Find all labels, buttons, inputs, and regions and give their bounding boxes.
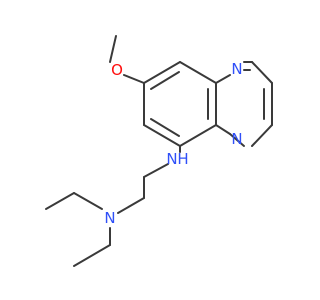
bond-ring-b5: [251, 124, 273, 147]
bond-amine-ch2: [143, 163, 169, 178]
bond-methyl-oxygen: [109, 35, 117, 63]
bond-ch2-ch2-b: [117, 197, 145, 214]
bond-ring-b6: [229, 133, 245, 147]
oxygen-atom-label: O: [111, 61, 123, 79]
bond-ring-a4: [179, 124, 217, 147]
bond-n-ethyl1-a: [73, 192, 103, 210]
amine-hydrogen-label: H: [177, 150, 188, 168]
ring-nitrogen-bottom-label: N: [231, 130, 242, 148]
bond-ring-b1: [215, 74, 231, 84]
bond-n-ethyl1-b: [45, 192, 75, 210]
amine-nitrogen-label: N: [166, 150, 177, 168]
bond-layer: [45, 35, 273, 267]
atom-label-layer: O N N N H N: [104, 60, 242, 227]
bond-ring-a5: [143, 124, 181, 147]
bond-n-ethyl2-b: [73, 244, 111, 267]
bond-ring-a2: [179, 61, 217, 84]
bond-ring-a1-inner: [150, 71, 180, 90]
bond-ring-a5-inner: [150, 118, 180, 137]
bond-ring-b7: [215, 124, 231, 135]
bond-oxygen-ring: [123, 74, 145, 84]
molecule-diagram: O N N N H N: [45, 35, 273, 267]
structure-canvas: O N N N H N: [45, 35, 273, 267]
bond-ring-b3: [251, 61, 273, 84]
diethylamine-nitrogen-label: N: [104, 209, 115, 227]
bond-ring-a1: [143, 61, 181, 84]
ring-nitrogen-top-label: N: [231, 60, 242, 78]
